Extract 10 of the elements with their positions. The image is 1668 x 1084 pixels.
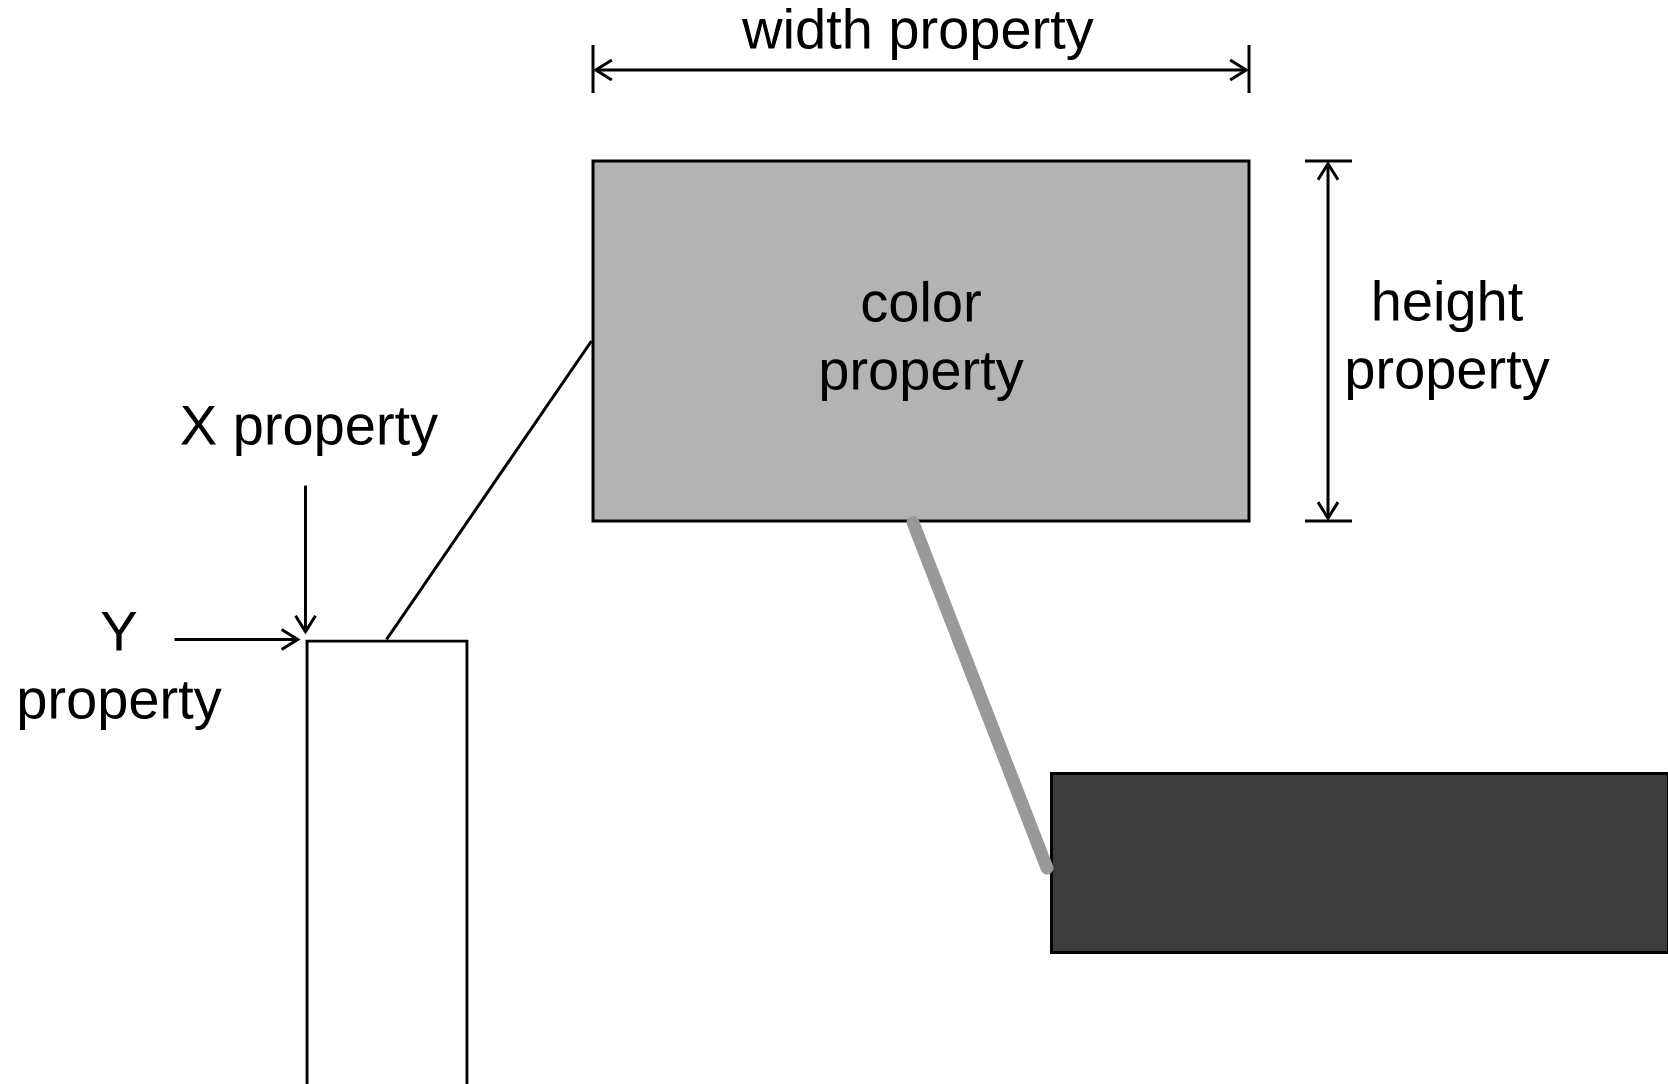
connector-line: [385, 340, 593, 641]
property-box: color property: [591, 159, 1251, 523]
arrow: [174, 628, 301, 651]
arrow: [294, 485, 317, 635]
dimension-label: height property: [1347, 279, 1550, 401]
dimension-label: width property: [742, 7, 1094, 61]
property-label: Y property: [19, 611, 222, 731]
connector-line: [906, 516, 1054, 875]
rectangle-shape: [1050, 772, 1668, 954]
property-label: X property: [181, 405, 438, 457]
